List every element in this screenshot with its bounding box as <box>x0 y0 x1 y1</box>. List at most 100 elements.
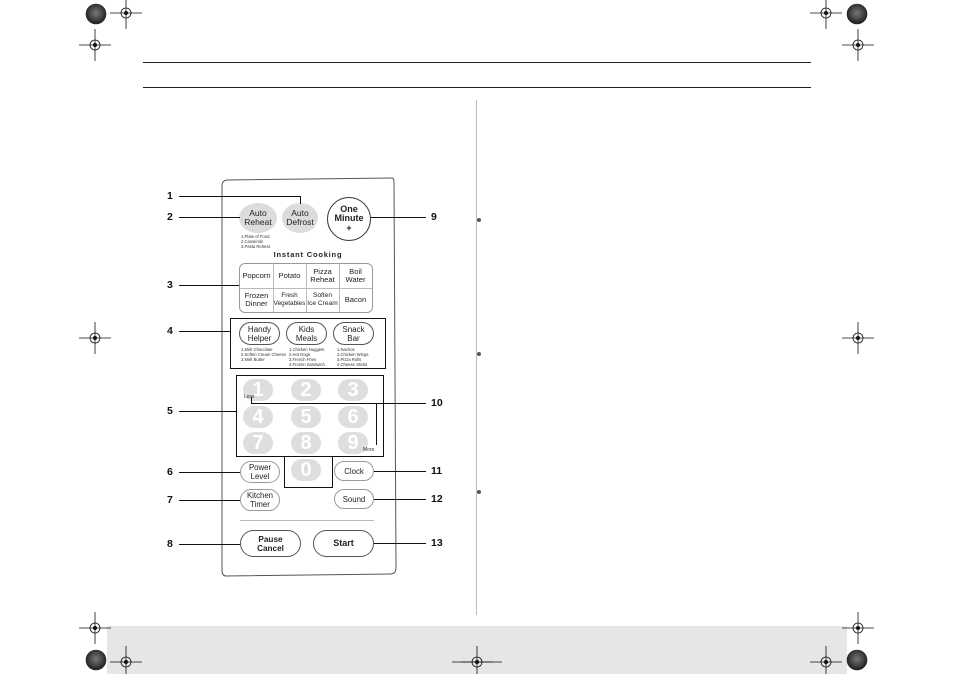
sound-label: Sound <box>342 494 366 504</box>
fresh-vegetables-button[interactable]: Fresh Vegetables <box>273 288 306 312</box>
grid-col-separator <box>306 264 307 312</box>
pause-cancel-label: Pause Cancel <box>257 534 284 553</box>
callout-line-4 <box>179 331 230 332</box>
handy-helper-sub-3: 3.Melt Butter <box>241 357 265 362</box>
pizza-reheat-label: Pizza Reheat <box>310 267 335 284</box>
key-6[interactable]: 6 <box>338 406 368 428</box>
popcorn-button[interactable]: Popcorn <box>240 264 273 288</box>
kitchen-timer-label: Kitchen Timer <box>246 491 273 509</box>
key-7-label: 7 <box>252 431 264 454</box>
callout-line-10-rise <box>376 403 377 445</box>
soften-ice-cream-label: Soften Ice Cream <box>307 292 338 307</box>
one-minute-button[interactable]: One Minute + <box>327 197 371 241</box>
callout-line-1-drop <box>300 196 301 204</box>
kids-meals-sub-2: 2.Hot Dogs <box>289 352 310 357</box>
key-3-label: 3 <box>347 378 359 401</box>
clock-label: Clock <box>344 466 364 476</box>
callout-8: 8 <box>167 538 173 550</box>
keypad-frame <box>236 375 384 457</box>
start-button[interactable]: Start <box>313 530 374 557</box>
callout-12: 12 <box>431 493 443 505</box>
kids-meals-sub-3: 3.French Fries <box>289 357 316 362</box>
key-0[interactable]: 0 <box>291 459 321 481</box>
auto-defrost-label: Auto Defrost <box>286 208 314 227</box>
bacon-button[interactable]: Bacon <box>339 288 372 312</box>
clock-button[interactable]: Clock <box>334 461 374 481</box>
header-rule-top <box>143 62 811 63</box>
frozen-dinner-button[interactable]: Frozen Dinner <box>240 288 273 312</box>
power-level-button[interactable]: Power Level <box>240 461 280 483</box>
key-2-label: 2 <box>300 378 312 401</box>
potato-button[interactable]: Potato <box>273 264 306 288</box>
auto-reheat-sub-3: 3.Pasta Reheat <box>241 244 270 249</box>
callout-11: 11 <box>431 465 443 477</box>
kids-meals-sub-4: 4.Frozen Sandwich <box>289 362 325 367</box>
column-divider <box>476 100 477 615</box>
power-level-label: Power Level <box>248 463 272 481</box>
kitchen-timer-button[interactable]: Kitchen Timer <box>240 489 280 511</box>
callout-4: 4 <box>167 325 173 337</box>
kids-meals-label: Kids Meals <box>295 324 318 343</box>
auto-reheat-sub-1: 1.Plate of Food <box>241 234 270 239</box>
key-2[interactable]: 2 <box>291 379 321 401</box>
callout-line-5 <box>179 411 236 412</box>
key-0-frame <box>284 456 333 488</box>
callout-line-10-drop <box>251 397 252 404</box>
callout-2: 2 <box>167 211 173 223</box>
fresh-vegetables-label: Fresh Vegetables <box>273 292 306 307</box>
snack-bar-sub-4: 4.Cheese Sticks <box>337 362 368 367</box>
one-minute-label: One Minute + <box>334 203 364 233</box>
key-7[interactable]: 7 <box>243 432 273 454</box>
pizza-reheat-button[interactable]: Pizza Reheat <box>306 264 339 288</box>
callout-line-3 <box>179 285 239 286</box>
handy-helper-button[interactable]: Handy Helper <box>239 322 280 345</box>
pause-cancel-button[interactable]: Pause Cancel <box>240 530 301 557</box>
more-label: More <box>363 447 375 453</box>
auto-reheat-sub-2: 2.Casserole <box>241 239 264 244</box>
callout-13: 13 <box>431 537 443 549</box>
key-9[interactable]: 9 <box>338 432 368 454</box>
callout-7: 7 <box>167 494 173 506</box>
key-3[interactable]: 3 <box>338 379 368 401</box>
callout-line-11 <box>374 471 426 472</box>
callout-line-1 <box>179 196 300 197</box>
callout-9: 9 <box>431 211 437 223</box>
callout-10: 10 <box>431 397 443 409</box>
callout-5: 5 <box>167 405 173 417</box>
callout-line-10 <box>251 403 426 404</box>
snack-bar-sub-1: 1.Nachos <box>337 347 355 352</box>
soften-ice-cream-button[interactable]: Soften Ice Cream <box>306 288 339 312</box>
key-8[interactable]: 8 <box>291 432 321 454</box>
auto-defrost-button[interactable]: Auto Defrost <box>282 203 318 233</box>
snack-bar-button[interactable]: Snack Bar <box>333 322 374 345</box>
callout-line-9 <box>371 217 426 218</box>
helper-group-frame <box>230 318 386 369</box>
bullet-dot <box>477 490 481 494</box>
callout-3: 3 <box>167 279 173 291</box>
snack-bar-label: Snack Bar <box>342 324 365 343</box>
key-4-label: 4 <box>252 405 264 428</box>
callout-line-2 <box>179 217 240 218</box>
boil-water-button[interactable]: Boil Water <box>339 264 372 288</box>
sound-button[interactable]: Sound <box>334 489 374 509</box>
kids-meals-sub-1: 1.Chicken Nuggets <box>289 347 325 352</box>
key-0-label: 0 <box>300 458 312 481</box>
key-4[interactable]: 4 <box>243 406 273 428</box>
kids-meals-button[interactable]: Kids Meals <box>286 322 327 345</box>
auto-reheat-label: Auto Reheat <box>244 208 272 227</box>
key-1[interactable]: 1 <box>243 379 273 401</box>
popcorn-label: Popcorn <box>242 271 271 280</box>
callout-line-7 <box>179 500 240 501</box>
bacon-label: Bacon <box>344 295 367 304</box>
callout-line-13 <box>374 543 426 544</box>
callout-6: 6 <box>167 466 173 478</box>
snack-bar-sub-2: 2.Chicken Wings <box>337 352 369 357</box>
key-5-label: 5 <box>300 405 312 428</box>
key-5[interactable]: 5 <box>291 406 321 428</box>
bullet-dot <box>477 352 481 356</box>
less-label: Less <box>244 394 255 400</box>
auto-reheat-button[interactable]: Auto Reheat <box>239 203 277 233</box>
callout-line-12 <box>374 499 426 500</box>
potato-label: Potato <box>278 271 301 280</box>
